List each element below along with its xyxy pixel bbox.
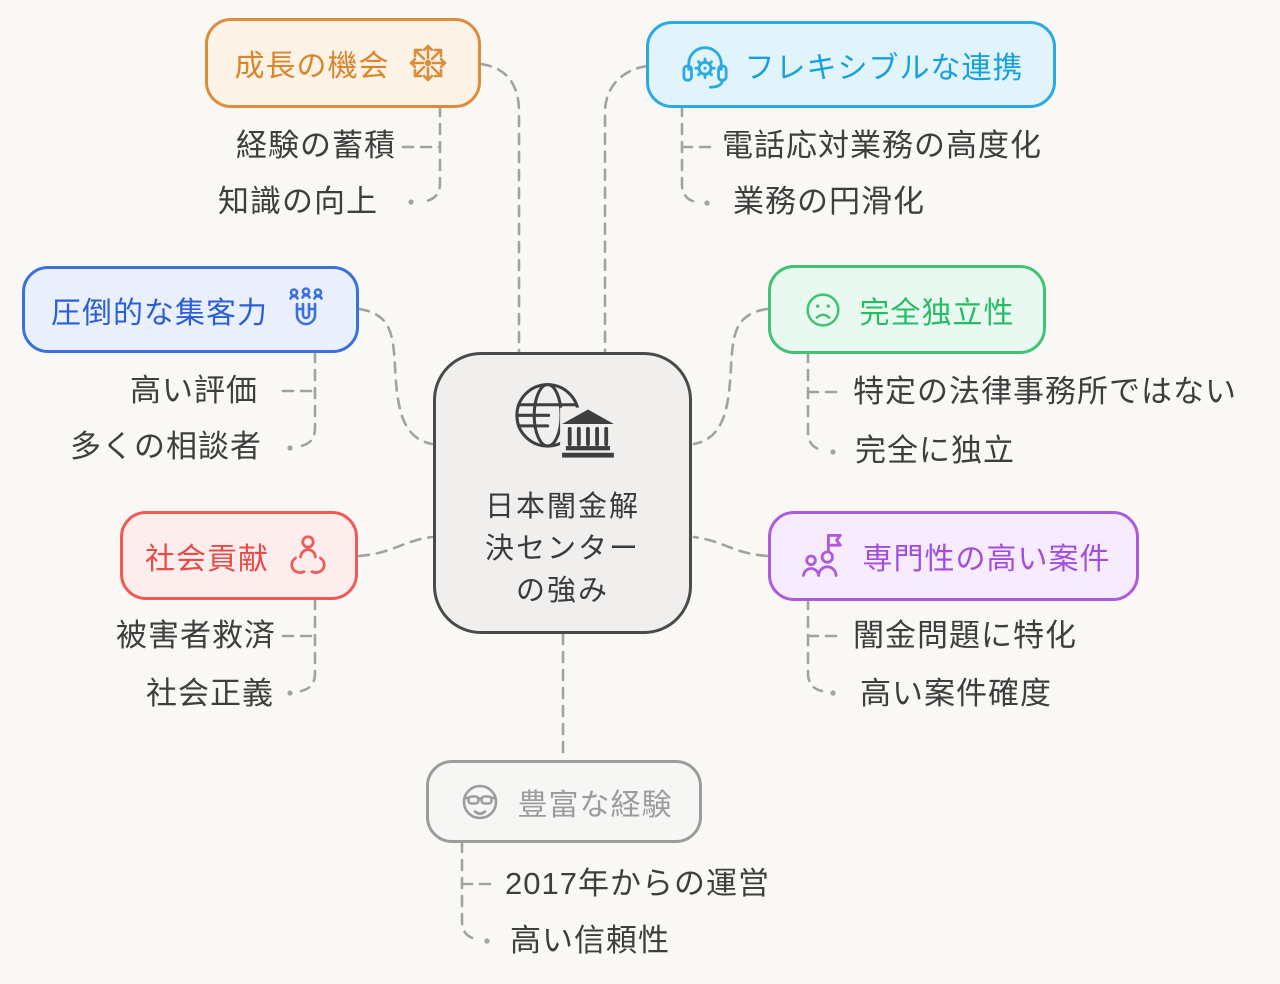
branch-experience-label: 豊富な経験 <box>517 788 673 822</box>
link-specialty-leaves <box>806 597 824 693</box>
branch-customer-attraction[interactable]: 圧倒的な集客力 <box>22 266 359 353</box>
link-growth-center <box>479 62 521 354</box>
leaf-social-1: 被害者救済 <box>116 618 276 653</box>
link-flexible-end-dot <box>704 200 710 206</box>
leaf-social-2: 社会正義 <box>146 676 274 711</box>
link-flexible-center <box>603 64 649 354</box>
link-flexible-leaves <box>680 104 698 204</box>
center-title-line3: の強み <box>515 574 609 607</box>
link-experience-leaves <box>460 840 478 941</box>
branch-rich-experience[interactable]: 豊富な経験 <box>426 760 702 843</box>
link-growth-end-dot <box>408 199 414 205</box>
branch-attract-label: 圧倒的な集客力 <box>51 296 268 330</box>
link-social-end-dot <box>287 690 293 696</box>
leaf-growth-1: 経験の蓄積 <box>236 128 396 163</box>
branch-social-contribution[interactable]: 社会貢献 <box>120 511 358 600</box>
leaf-experience-2: 高い信頼性 <box>510 923 670 958</box>
magnet-people-icon <box>282 286 330 334</box>
link-independence-leaves <box>806 350 824 452</box>
center-title-line1: 日本闇金解 <box>484 490 640 523</box>
leaf-independence-2: 完全に独立 <box>855 433 1015 468</box>
center-node[interactable]: 日本闇金解 決センター の強み <box>433 352 692 634</box>
link-specialty-end-dot <box>830 690 836 696</box>
branch-full-independence[interactable]: 完全独立性 <box>768 265 1046 354</box>
branch-flexible-cooperation[interactable]: フレキシブルな連携 <box>646 21 1056 108</box>
link-attract-end-dot <box>287 445 293 451</box>
people-flag-icon <box>797 530 849 582</box>
link-growth-leaves <box>424 104 442 203</box>
link-attract-leaves <box>299 350 317 448</box>
leaf-specialty-2: 高い案件確度 <box>860 676 1052 711</box>
branch-growth-opportunity[interactable]: 成長の機会 <box>205 18 481 108</box>
leaf-experience-1: 2017年からの運営 <box>505 866 770 901</box>
link-independence-center <box>692 307 769 446</box>
globe-bank-icon <box>504 375 622 476</box>
link-specialty-center <box>692 535 769 558</box>
sad-face-icon <box>800 287 846 333</box>
branch-social-label: 社会貢献 <box>145 542 269 576</box>
link-attract-center <box>357 307 434 446</box>
link-independence-end-dot <box>830 449 836 455</box>
cool-face-icon <box>456 778 504 826</box>
leaf-flexible-1: 電話応対業務の高度化 <box>722 128 1042 163</box>
leaf-flexible-2: 業務の円滑化 <box>733 184 925 219</box>
branch-independence-label: 完全独立性 <box>859 296 1015 330</box>
link-social-leaves <box>299 597 317 693</box>
branch-growth-label: 成長の機会 <box>234 50 390 83</box>
branch-high-specialty-cases[interactable]: 専門性の高い案件 <box>768 511 1139 601</box>
center-title-line2: 決センター <box>484 532 640 565</box>
branch-specialty-label: 専門性の高い案件 <box>862 543 1111 576</box>
leaf-growth-2: 知識の向上 <box>218 184 378 219</box>
leaf-independence-1: 特定の法律事務所ではない <box>853 374 1237 409</box>
link-experience-end-dot <box>484 938 490 944</box>
ornament-star-icon <box>404 39 452 87</box>
leaf-specialty-1: 闇金問題に特化 <box>853 618 1077 653</box>
link-social-center <box>357 535 434 558</box>
caring-hands-icon <box>283 531 333 581</box>
branch-flexible-label: フレキシブルな連携 <box>744 51 1024 85</box>
leaf-attract-1: 高い評価 <box>130 373 258 408</box>
headset-gear-icon <box>679 39 731 91</box>
leaf-attract-2: 多くの相談者 <box>70 429 262 464</box>
